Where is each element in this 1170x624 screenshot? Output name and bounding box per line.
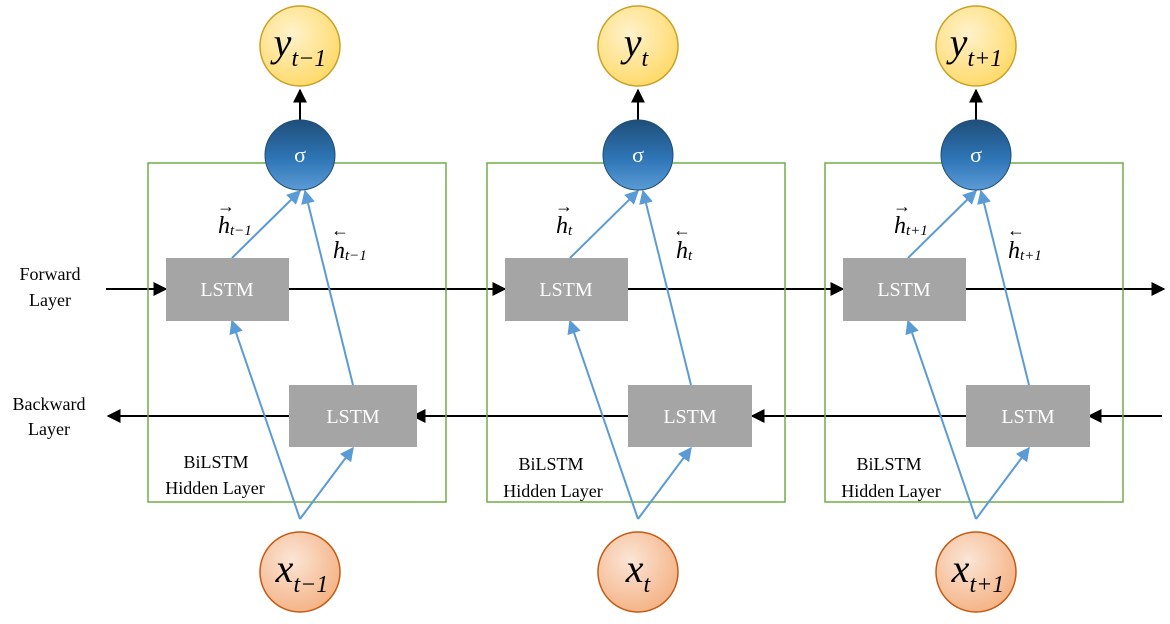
timestep-2: LSTM LSTM σ yt xt → ht ← ht BiLSTM Hidde… <box>486 5 786 613</box>
forward-hidden-state-label: → ht <box>555 196 573 239</box>
input-node-label: xt <box>625 546 652 598</box>
input-node <box>259 531 341 613</box>
input-node <box>935 531 1017 613</box>
forward-layer-label: Forward Layer <box>20 264 81 310</box>
svg-text:→: → <box>893 196 911 216</box>
output-node-label: yt+1 <box>946 20 1003 72</box>
forward-hidden-state-text: ht+1 <box>894 213 928 239</box>
forward-to-sigma-link <box>569 190 639 259</box>
backward-lstm-label: LSTM <box>663 406 717 428</box>
hidden-layer-box <box>824 162 1124 503</box>
forward-layer-label-line1: Forward <box>20 264 81 284</box>
input-to-backward-link <box>637 446 692 520</box>
forward-lstm-label: LSTM <box>539 279 593 301</box>
sigma-label: σ <box>970 142 982 167</box>
output-node <box>935 5 1017 87</box>
timestep-1: LSTM LSTM σ yt−1 xt−1 → ht−1 ← ht−1 BiLS… <box>147 5 447 613</box>
input-node <box>597 531 679 613</box>
svg-text:←: ← <box>673 220 691 240</box>
backward-lstm-cell <box>289 385 417 447</box>
backward-lstm-cell <box>966 385 1090 447</box>
sigma-node <box>940 119 1012 191</box>
backward-hidden-state-text: ht <box>676 238 693 264</box>
backward-hidden-state-label: ← ht−1 <box>331 220 367 264</box>
input-node-label: xt−1 <box>275 546 329 598</box>
hidden-layer-label-line2: Hidden Layer <box>165 478 264 498</box>
timestep-3: LSTM LSTM σ yt+1 xt+1 → ht+1 ← ht+1 BiLS… <box>824 5 1124 613</box>
backward-to-sigma-link <box>639 189 692 386</box>
input-to-forward-link <box>229 319 301 520</box>
forward-lstm-cell <box>843 258 966 321</box>
svg-text:→: → <box>555 196 573 216</box>
forward-lstm-cell <box>505 258 628 321</box>
forward-to-sigma-link <box>231 190 301 259</box>
forward-lstm-cell <box>166 258 289 321</box>
backward-hidden-state-text: ht−1 <box>333 238 367 264</box>
sigma-node <box>264 119 336 191</box>
forward-hidden-state-text: ht <box>556 213 573 239</box>
backward-lstm-label: LSTM <box>326 406 380 428</box>
backward-lstm-label: LSTM <box>1001 406 1055 428</box>
hidden-layer-label-line1: BiLSTM <box>183 452 248 472</box>
output-node-label: yt−1 <box>270 20 327 72</box>
forward-lstm-label: LSTM <box>200 279 254 301</box>
forward-to-sigma-link <box>907 190 977 259</box>
input-to-forward-link <box>567 319 639 520</box>
forward-hidden-state-label: → ht−1 <box>217 196 252 239</box>
backward-to-sigma-link <box>977 189 1030 386</box>
sigma-label: σ <box>632 142 644 167</box>
backward-layer-label-line2: Layer <box>28 419 70 439</box>
sigma-label: σ <box>294 142 306 167</box>
input-to-backward-link <box>299 446 354 520</box>
backward-hidden-state-text: ht+1 <box>1008 238 1042 264</box>
backward-layer-label-line1: Backward <box>13 394 86 414</box>
svg-text:→: → <box>217 196 235 216</box>
forward-hidden-state-text: ht−1 <box>218 213 252 239</box>
hidden-layer-box <box>486 162 786 503</box>
backward-to-sigma-link <box>301 189 354 386</box>
output-node <box>597 5 679 87</box>
svg-text:←: ← <box>331 220 349 240</box>
hidden-layer-label-line1: BiLSTM <box>856 454 921 474</box>
hidden-layer-label-line1: BiLSTM <box>518 454 583 474</box>
hidden-layer-label-line2: Hidden Layer <box>841 481 940 501</box>
backward-lstm-cell <box>628 385 752 447</box>
sigma-node <box>602 119 674 191</box>
output-node-label: yt <box>620 20 650 72</box>
forward-layer-label-line2: Layer <box>29 290 71 310</box>
input-node-label: xt+1 <box>951 546 1005 598</box>
input-to-backward-link <box>975 446 1030 520</box>
forward-lstm-label: LSTM <box>877 279 931 301</box>
hidden-layer-label-line2: Hidden Layer <box>503 481 602 501</box>
backward-layer-label: Backward Layer <box>13 394 86 439</box>
svg-text:←: ← <box>1007 220 1025 240</box>
backward-hidden-state-label: ← ht <box>673 220 693 264</box>
input-to-forward-link <box>905 319 977 520</box>
output-node <box>259 5 341 87</box>
backward-hidden-state-label: ← ht+1 <box>1007 220 1042 264</box>
forward-hidden-state-label: → ht+1 <box>893 196 928 239</box>
